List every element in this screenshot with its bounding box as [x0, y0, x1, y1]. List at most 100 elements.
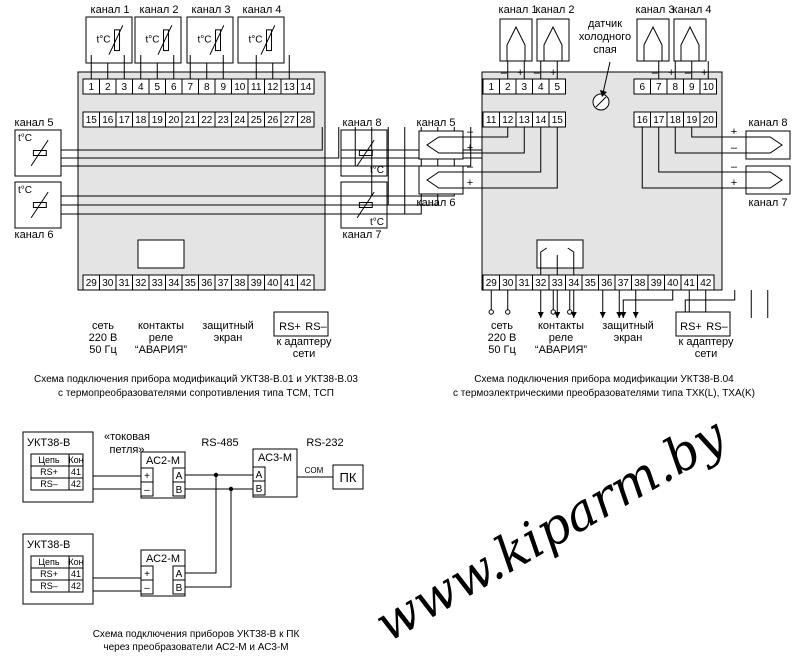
- terminal-middle-number: 16: [102, 115, 114, 126]
- terminal-bottom-number: 40: [667, 278, 679, 289]
- plus-sign: +: [144, 569, 150, 580]
- power-label: 220 В: [488, 332, 517, 344]
- terminal-bottom-number: 33: [552, 278, 564, 289]
- cold-junction-label: спая: [593, 44, 617, 56]
- screen-lead: [622, 290, 674, 318]
- thermocouple-junction: [543, 25, 563, 61]
- relay-contact: [540, 247, 548, 275]
- terminal-top-number: 4: [538, 82, 544, 93]
- rtd-slash: [157, 25, 173, 55]
- left-caption: с термопреобразователями сопротивления т…: [58, 387, 334, 399]
- cold-junction-label: датчик: [588, 18, 622, 30]
- terminal-top-number: 6: [639, 82, 645, 93]
- channel-label: канал 5: [15, 117, 54, 129]
- terminal-bottom-number: 36: [601, 278, 613, 289]
- ch7-wire: [641, 127, 746, 189]
- terminal-bottom-number: 35: [585, 278, 597, 289]
- terminal-top-number: 7: [187, 82, 193, 93]
- relay-label: контакты: [538, 320, 584, 332]
- rtd-slash: [260, 25, 276, 55]
- network-caption: Схема подключения приборов УКТ38-В к ПК: [93, 628, 300, 640]
- col-contact-header: Кон: [68, 557, 83, 567]
- terminal-top-number: 1: [488, 82, 494, 93]
- relay-box: [137, 239, 185, 269]
- terminal-bottom-number: 40: [267, 278, 279, 289]
- cold-junction-label: холодного: [579, 31, 631, 43]
- terminal-top-number: 4: [138, 82, 144, 93]
- adapter-label: к адаптеру: [276, 336, 332, 348]
- terminal-bottom-number: 29: [486, 278, 498, 289]
- screen-label: защитный: [202, 320, 254, 332]
- terminal-middle-number: 19: [686, 115, 698, 126]
- terminal-bottom-number: 39: [251, 278, 263, 289]
- col-circuit-header: Цепь: [38, 455, 60, 465]
- adapter-label: сети: [293, 348, 315, 360]
- channel-label: канал 8: [749, 117, 788, 129]
- channel-label: канал 7: [749, 197, 788, 209]
- sensor-temp-label: t°C: [248, 34, 262, 45]
- plus-sign: +: [731, 126, 737, 138]
- port-b-label: B: [176, 583, 183, 594]
- thermocouple-box: [673, 18, 707, 62]
- power-terminal-ring: [505, 309, 511, 315]
- terminal-bottom-number: 30: [102, 278, 114, 289]
- plus-sign: +: [517, 67, 523, 79]
- adapter-label: к адаптеру: [678, 336, 734, 348]
- rs232-label: RS-232: [306, 437, 343, 449]
- relay-label: реле: [549, 332, 573, 344]
- terminal-bottom-number: 42: [300, 278, 312, 289]
- port-b-label: B: [256, 484, 263, 495]
- minus-sign: –: [467, 126, 474, 138]
- terminal-middle-number: 20: [168, 115, 180, 126]
- terminal-bottom-number: 31: [519, 278, 531, 289]
- rtd-element: [163, 29, 170, 52]
- terminal-top-number: 14: [300, 82, 312, 93]
- channel-label: канал 3: [636, 4, 675, 16]
- rtd-slash: [30, 191, 49, 219]
- converter-port: [252, 480, 266, 496]
- channel-label: канал 1: [499, 4, 538, 16]
- thermocouple-junction: [746, 136, 783, 154]
- relay-label: реле: [149, 332, 173, 344]
- power-terminal-ring: [488, 309, 494, 315]
- terminal-middle-number: 11: [486, 115, 497, 126]
- watermark: www.kiparm.by: [365, 406, 736, 654]
- terminal-top-number: 8: [672, 82, 678, 93]
- terminal-top-number: 10: [234, 82, 246, 93]
- terminal-bottom-number: 31: [119, 278, 131, 289]
- minus-sign: –: [731, 161, 738, 173]
- channel-label: канал 2: [536, 4, 575, 16]
- terminal-bottom-number: 41: [684, 278, 696, 289]
- rtd-element: [266, 29, 273, 52]
- terminal-bottom-number: 34: [168, 278, 180, 289]
- ch5-wire: [61, 127, 323, 151]
- cold-junction-slash: [595, 96, 607, 108]
- terminal-top-number: 5: [154, 82, 160, 93]
- screen-label: экран: [214, 332, 243, 344]
- current-loop-label: петля»: [110, 444, 145, 456]
- terminal-top-number: 9: [220, 82, 226, 93]
- terminal-top-number: 3: [521, 82, 527, 93]
- sensor-temp-label: t°C: [145, 34, 159, 45]
- pointer-arrow-icon: [600, 90, 607, 97]
- relay-arrow-icon: [537, 312, 544, 318]
- thermocouple-junction: [426, 171, 463, 189]
- terminal-top-number: 6: [171, 82, 177, 93]
- sensor-temp-label: t°C: [18, 133, 32, 144]
- thermocouple-box: [536, 18, 570, 62]
- terminal-bottom-number: 35: [185, 278, 197, 289]
- screen-label: экран: [614, 332, 643, 344]
- terminal-top-cell: [297, 78, 315, 95]
- minus-sign: –: [731, 142, 738, 154]
- channel-label: канал 6: [15, 229, 54, 241]
- left-caption: Схема подключения прибора модификаций УК…: [34, 373, 358, 385]
- rtd-slash: [209, 25, 225, 55]
- col-circuit-header: Цепь: [38, 557, 60, 567]
- converter-name: АС3-М: [258, 452, 292, 464]
- terminal-bottom-number: 41: [284, 278, 296, 289]
- terminal-middle-number: 14: [535, 115, 547, 126]
- plus-sign: +: [467, 142, 473, 154]
- terminal-bottom-number: 38: [634, 278, 646, 289]
